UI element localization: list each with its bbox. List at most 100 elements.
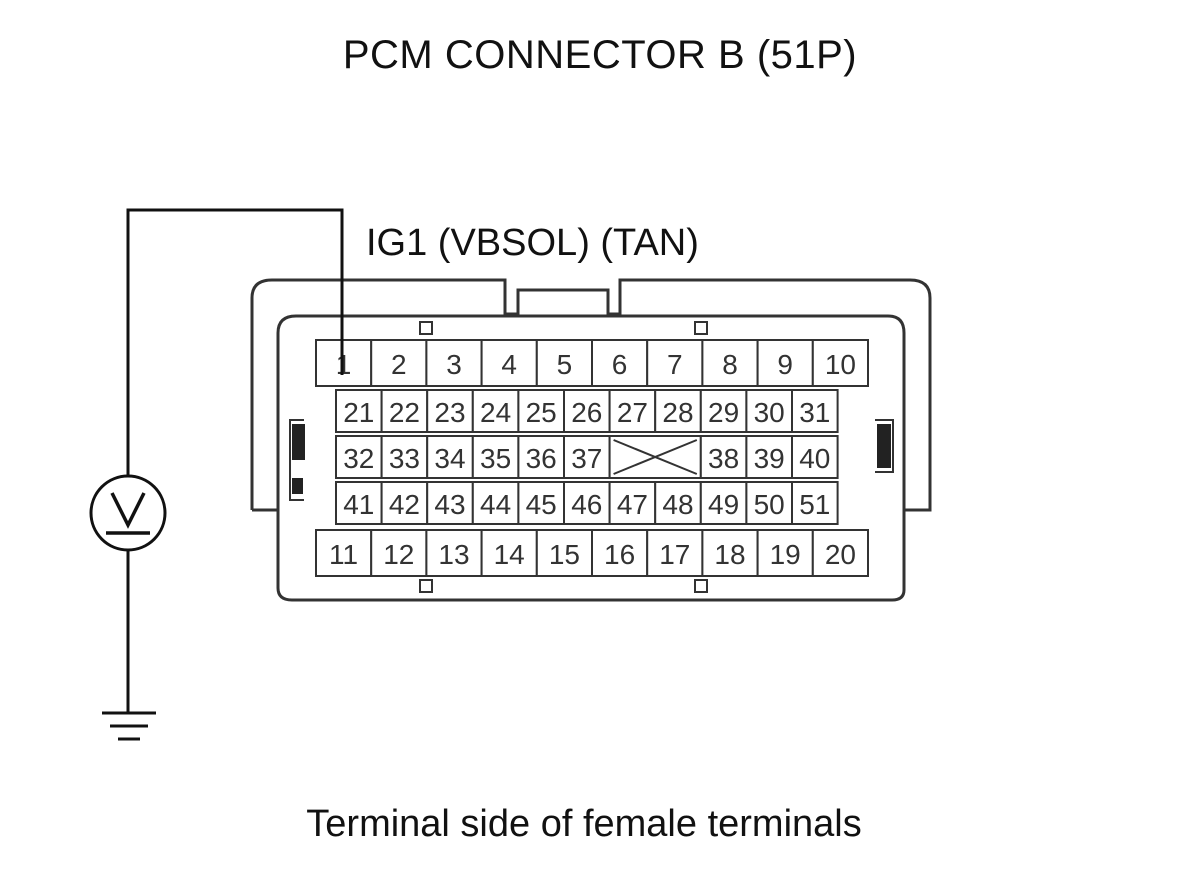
terminal-number: 31 (799, 397, 830, 428)
terminal-number: 22 (389, 397, 420, 428)
terminal-cavity: 12 (370, 529, 428, 577)
terminal-number: 2 (391, 349, 407, 380)
terminal-cavity: 33 (380, 435, 429, 479)
diagram-title: PCM CONNECTOR B (51P) (342, 33, 858, 77)
terminal-number: 47 (617, 489, 648, 520)
terminal-cavity: 42 (380, 481, 429, 525)
terminal-cavity: 7 (646, 339, 704, 387)
terminal-number: 45 (526, 489, 557, 520)
terminal-number: 28 (662, 397, 693, 428)
terminal-number: 20 (825, 539, 856, 570)
terminal-number: 13 (438, 539, 469, 570)
terminal-number: 5 (557, 349, 573, 380)
terminal-number: 41 (343, 489, 374, 520)
terminal-cavity: 16 (591, 529, 649, 577)
terminal-cavity: 19 (756, 529, 814, 577)
diagram-caption: Terminal side of female terminals (306, 803, 862, 845)
terminal-number: 46 (571, 489, 602, 520)
terminal-cavity: 11 (315, 529, 373, 577)
terminal-cavity: 51 (791, 481, 839, 525)
blank-cavity (608, 435, 702, 479)
terminal-cavity: 10 (811, 339, 869, 387)
key-notches (419, 321, 708, 593)
terminal-number: 1 (336, 349, 352, 380)
terminal-number: 33 (389, 443, 420, 474)
terminal-number: 38 (708, 443, 739, 474)
terminal-cavity: 36 (517, 435, 566, 479)
terminal-cavity: 18 (701, 529, 759, 577)
terminal-number: 37 (571, 443, 602, 474)
terminal-cavity: 49 (699, 481, 748, 525)
terminal-number: 3 (446, 349, 462, 380)
terminal-number: 27 (617, 397, 648, 428)
terminal-cavity: 24 (471, 389, 520, 433)
terminal-cavity: 4 (480, 339, 538, 387)
terminal-cavity: 48 (654, 481, 702, 525)
terminal-cavity: 26 (563, 389, 611, 433)
terminal-number: 4 (501, 349, 517, 380)
terminal-cavity: 17 (646, 529, 704, 577)
terminal-number: 11 (329, 539, 358, 570)
terminal-cavity: 29 (699, 389, 748, 433)
voltmeter-icon (89, 474, 167, 552)
terminal-cavity: 47 (608, 481, 657, 525)
wire-label: IG1 (VBSOL) (TAN) (366, 222, 699, 264)
terminal-cavity: 30 (745, 389, 794, 433)
terminal-cavity: 22 (380, 389, 429, 433)
terminal-cavity: 35 (471, 435, 520, 479)
terminal-cavity: 27 (608, 389, 657, 433)
terminal-number: 40 (799, 443, 830, 474)
terminal-number: 10 (825, 349, 856, 380)
terminal-number: 16 (604, 539, 635, 570)
terminal-cavity: 1 (315, 339, 373, 387)
terminal-number: 44 (480, 489, 511, 520)
terminal-number: 43 (434, 489, 465, 520)
terminal-number: 25 (526, 397, 557, 428)
terminal-cavity: 13 (425, 529, 483, 577)
terminal-cavity: 15 (535, 529, 593, 577)
terminal-cavity: 23 (426, 389, 474, 433)
terminal-cavity: 3 (425, 339, 483, 387)
terminal-cavity: 28 (654, 389, 702, 433)
terminal-cavity: 5 (535, 339, 593, 387)
terminal-number: 17 (659, 539, 690, 570)
terminal-number: 50 (754, 489, 785, 520)
terminal-number: 32 (343, 443, 374, 474)
test-lead-wire (126, 208, 344, 712)
terminal-cavity: 31 (791, 389, 839, 433)
terminal-cavity: 46 (563, 481, 611, 525)
terminal-number: 30 (754, 397, 785, 428)
terminal-number: 39 (754, 443, 785, 474)
terminal-cavity: 32 (335, 435, 383, 479)
terminal-cavity: 2 (370, 339, 428, 387)
terminal-cavity: 20 (811, 529, 869, 577)
terminal-cavity: 21 (335, 389, 383, 433)
terminal-cavity: 25 (517, 389, 566, 433)
terminal-number: 15 (549, 539, 580, 570)
terminal-number: 9 (777, 349, 793, 380)
terminal-number: 23 (434, 397, 465, 428)
terminal-number: 49 (708, 489, 739, 520)
terminal-number: 51 (799, 489, 830, 520)
terminal-number: 8 (722, 349, 738, 380)
terminal-cavity: 6 (591, 339, 649, 387)
terminal-number: 7 (667, 349, 683, 380)
terminal-cavity: 40 (791, 435, 839, 479)
terminal-number: 21 (343, 397, 374, 428)
terminal-cavity: 45 (517, 481, 566, 525)
terminal-cavity: 44 (471, 481, 520, 525)
connector-housing (250, 278, 932, 602)
terminal-number: 29 (708, 397, 739, 428)
terminal-number: 34 (434, 443, 465, 474)
terminal-number: 18 (714, 539, 745, 570)
terminal-number: 42 (389, 489, 420, 520)
terminal-number: 24 (480, 397, 511, 428)
terminal-cavity: 38 (699, 435, 748, 479)
terminal-cavity: 8 (701, 339, 759, 387)
terminal-number: 35 (480, 443, 511, 474)
terminal-number: 6 (612, 349, 628, 380)
terminal-cavity: 34 (426, 435, 474, 479)
terminal-cavity: 50 (745, 481, 794, 525)
